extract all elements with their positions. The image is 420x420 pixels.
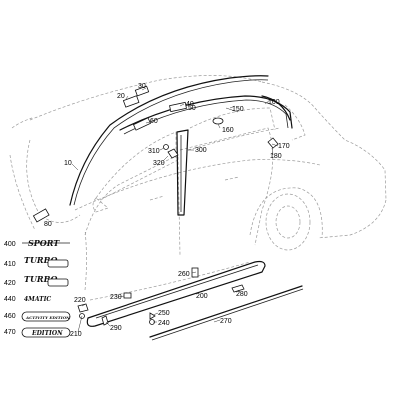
callout-20: 20 [117,93,125,100]
callout-10: 10 [64,160,72,167]
callout-440: 440 [4,296,16,303]
callout-200: 200 [196,293,208,300]
badge-sport-emblem[interactable]: SPORT [22,238,70,248]
callout-240: 240 [158,320,170,327]
callout-400: 400 [4,241,16,248]
badge-activity-edition-text: ACTIVITY EDITION [25,315,70,320]
callout-300: 300 [195,147,207,154]
b-pillar-cover-part[interactable] [176,129,189,216]
badge-activity-edition-emblem[interactable]: ACTIVITY EDITION [21,311,71,322]
callout-210: 210 [70,331,82,338]
badge-sport-text: SPORT [28,238,60,248]
badge-turbo-emblem-1[interactable]: TURBO [24,255,69,268]
callout-220: 220 [74,297,86,304]
callout-460: 460 [4,313,16,320]
callout-150: 150 [232,106,244,113]
callout-420: 420 [4,280,16,287]
badge-turbo-emblem-2[interactable]: TURBO [24,274,69,287]
callout-30: 30 [138,83,146,90]
badge-turbo-text-2: TURBO [24,274,57,284]
callout-470: 470 [4,329,16,336]
badge-4matic-text: 4MATIC [24,296,51,303]
callout-310: 310 [148,148,160,155]
callout-40: 40 [186,101,194,108]
car-body-outline [9,75,387,301]
callout-80: 80 [44,221,52,228]
callout-280: 280 [236,291,248,298]
badge-turbo-text-1: TURBO [24,255,57,265]
callout-230: 230 [110,294,122,301]
rear-window-molding-part[interactable] [119,95,293,135]
callout-180: 180 [270,153,282,160]
callout-250: 250 [158,310,170,317]
callout-290: 290 [110,325,122,332]
badge-edition-emblem[interactable]: EDITION [21,327,71,338]
roof-molding-part[interactable] [69,75,269,206]
callout-labels: 10 20 30 40 50 60 80 100 150 160 170 180… [44,83,290,338]
callout-160: 160 [222,127,234,134]
badge-list: 400 SPORT 410 TURBO 420 TURBO 440 4MATIC… [4,238,71,338]
callout-270: 270 [220,318,232,325]
badge-edition-text: EDITION [31,330,63,337]
small-parts[interactable] [32,85,279,326]
side-sill-part[interactable] [86,260,266,327]
callout-60: 60 [150,118,158,125]
callout-320: 320 [153,160,165,167]
badge-4matic-emblem[interactable]: 4MATIC [24,296,51,303]
callout-50: 50 [188,105,196,112]
callout-170: 170 [278,143,290,150]
callout-100: 100 [268,99,280,106]
leader-lines [71,87,279,333]
callout-410: 410 [4,261,16,268]
sill-strip-part[interactable] [149,285,304,341]
callout-260: 260 [178,271,190,278]
